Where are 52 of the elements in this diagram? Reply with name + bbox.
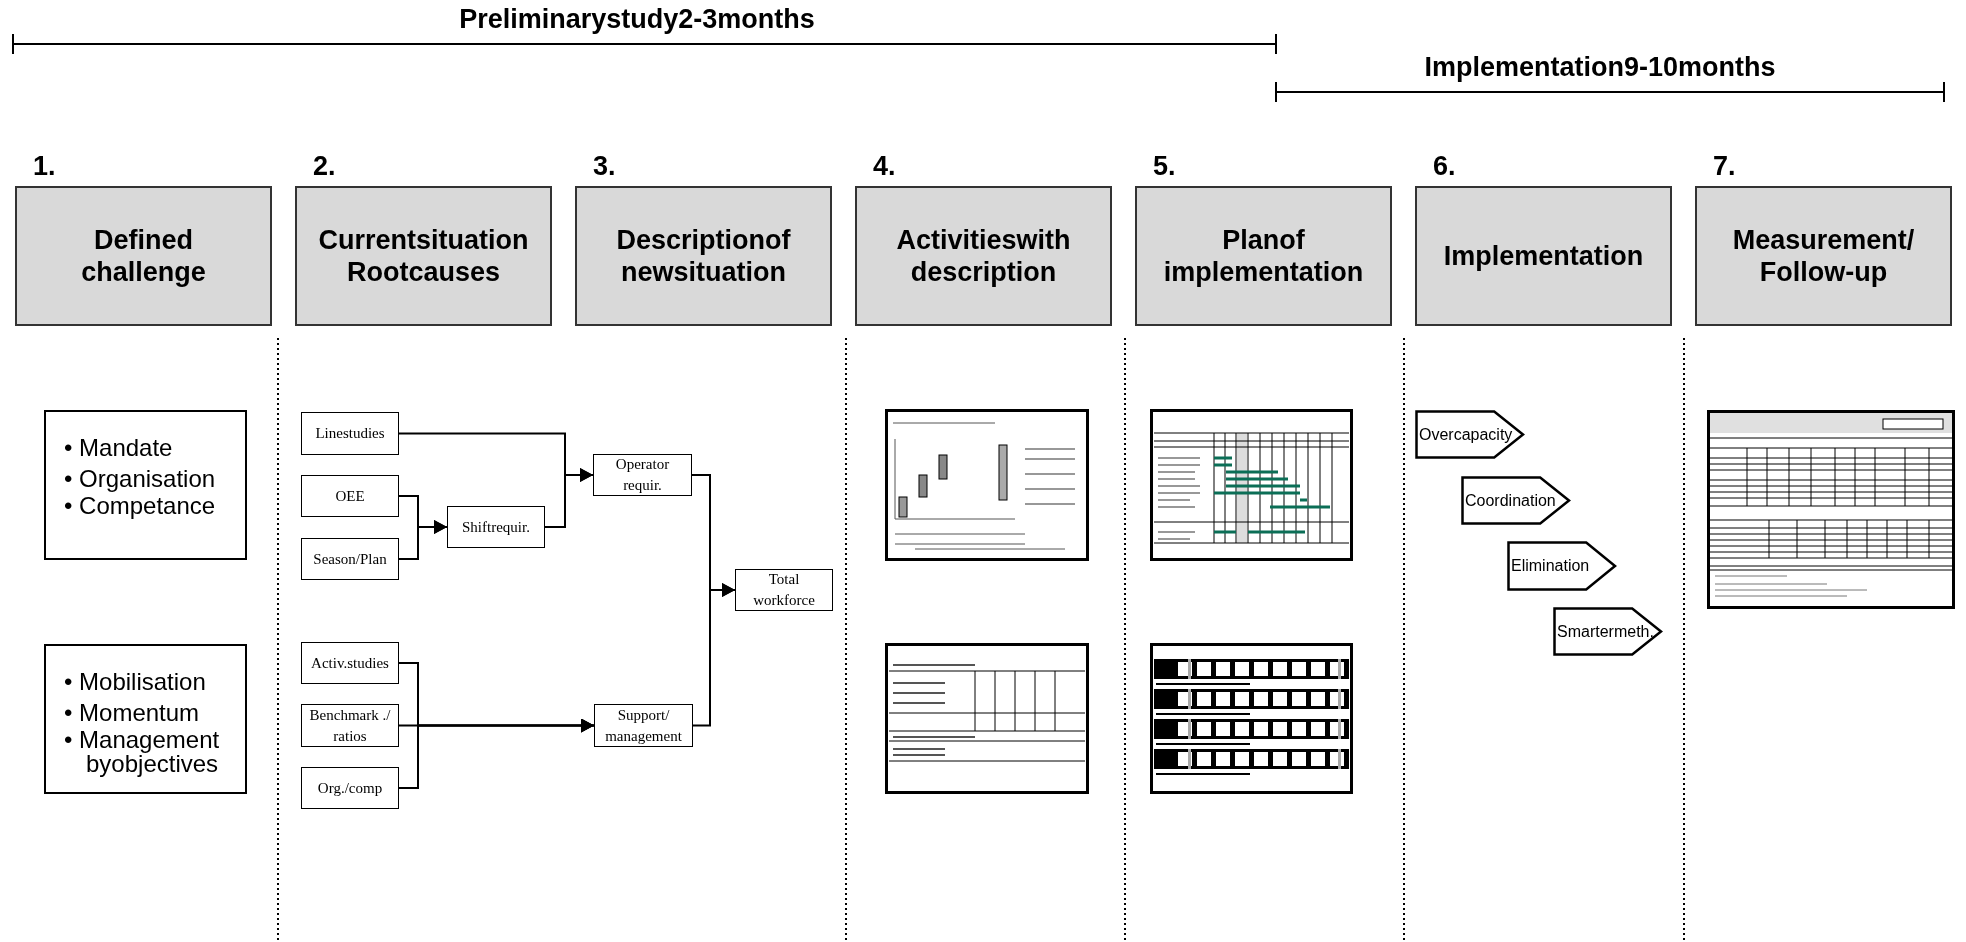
step-number: 7. [1713,150,1736,182]
bullet-item: • Organisation [64,464,217,495]
box-label: Operator requir. [614,455,671,495]
step-title: Measurement/ Follow-up [1732,223,1915,289]
bullet-item: • Competance [64,494,217,519]
step-number: 1. [33,150,56,182]
step-label: Coordination [1465,491,1556,510]
step-title: Planof implementation [1163,223,1364,289]
process-box [593,454,692,496]
process-box [447,506,545,548]
process-box [301,412,399,455]
step-title: Descriptionof newsituation [616,223,791,289]
box-label: Org./comp [317,778,383,798]
step-number: 2. [313,150,336,182]
box-label: Season/Plan [313,549,387,569]
step-title: Implementation [1443,239,1644,273]
bullet-item: • Management byobjectives [64,728,221,777]
step-label: Elimination [1511,557,1590,575]
bullet-list-box [44,410,247,560]
process-box [594,704,693,747]
box-label: Benchmark ./ ratios [308,705,392,746]
process-box [301,704,399,747]
step-label: Smartermeth. [1557,622,1654,641]
bullet-list-box [44,644,247,794]
process-box [301,767,399,809]
box-label: Activ.studies [311,653,389,673]
bullet-item: • Momentum [64,698,201,729]
box-label: OEE [335,486,365,506]
box-label: Linestudies [315,424,385,443]
arrow [398,718,595,789]
step-title: Currentsituation Rootcauses [318,223,529,289]
timeline-label: Preliminarystudy2-3months [459,4,815,35]
process-box [301,475,399,517]
box-label: Shiftrequir. [462,517,530,537]
step-number: 5. [1153,150,1176,182]
bullet-item: • Mandate [64,433,174,463]
process-box [735,569,833,611]
arrow [692,583,736,727]
process-box [301,538,399,580]
bullet-item: • Mobilisation [64,667,207,697]
arrow [398,520,448,560]
step-label: Overcapacity [1419,425,1513,444]
arrow [544,468,594,528]
step-title: Defined challenge [81,223,206,289]
step-title: Activitieswith description [896,223,1071,289]
box-label: Total workforce [752,570,816,610]
timeline-label: Implementation9-10months [1424,52,1776,83]
step-number: 6. [1433,150,1456,182]
process-box [301,642,399,684]
step-number: 3. [593,150,616,182]
box-label: Support/ management [604,705,683,746]
step-number: 4. [873,150,896,182]
